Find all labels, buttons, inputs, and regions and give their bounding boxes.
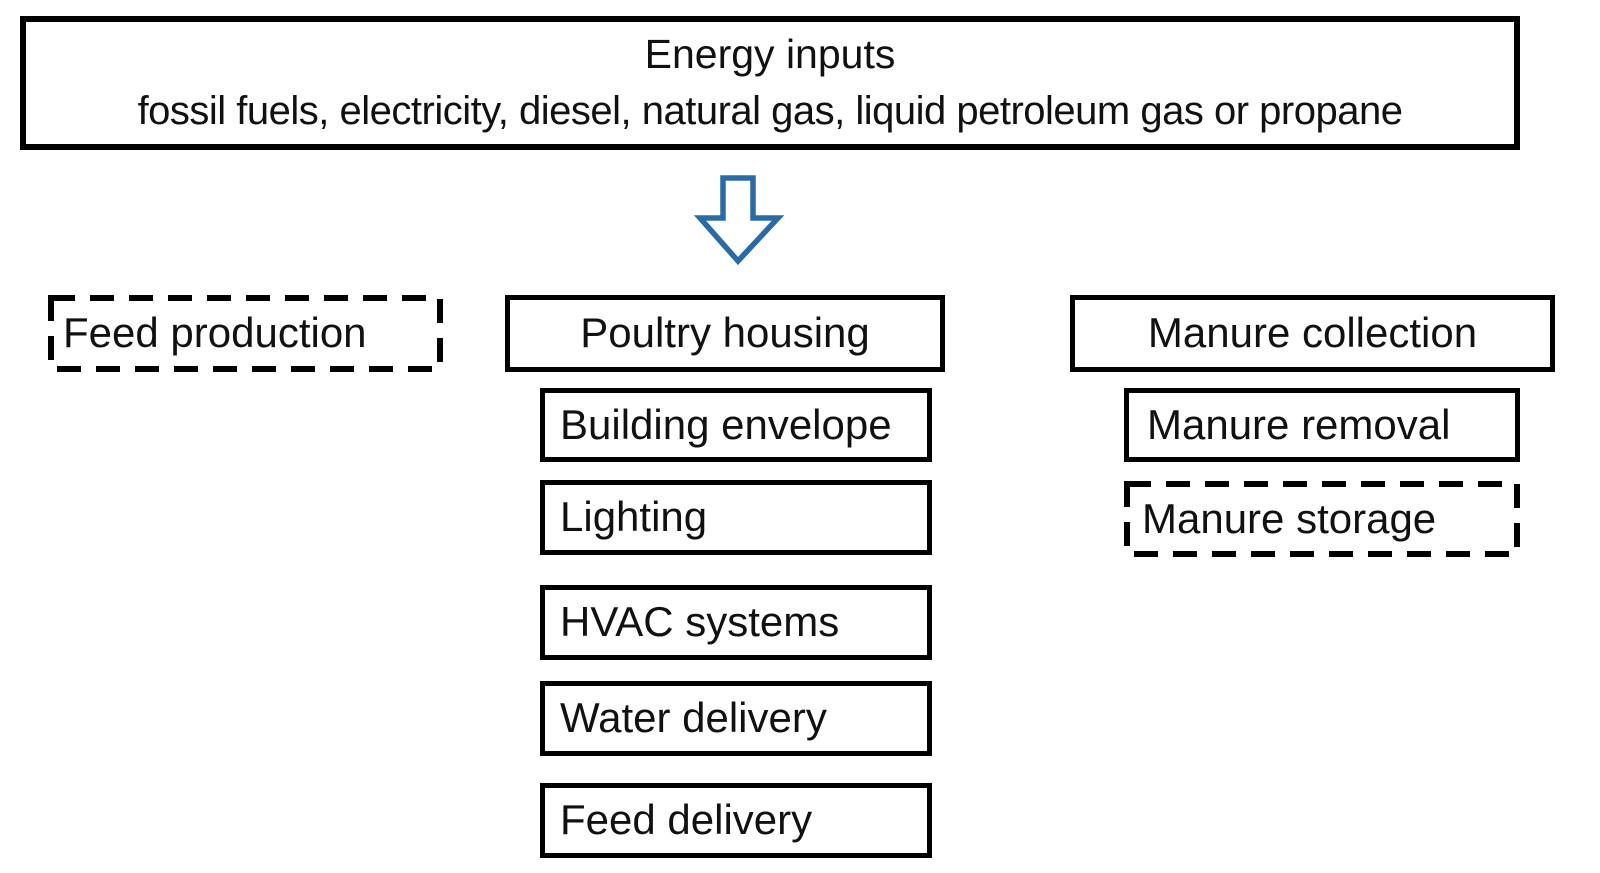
energy-inputs-subtitle: fossil fuels, electricity, diesel, natur…: [137, 89, 1403, 133]
down-arrow-icon: [690, 170, 790, 270]
poultry-housing-label: Poultry housing: [580, 309, 870, 357]
water-delivery-label: Water delivery: [560, 694, 827, 742]
poultry-housing-box: Poultry housing: [505, 295, 945, 372]
feed-production-box: Feed production: [48, 295, 443, 372]
manure-removal-label: Manure removal: [1147, 400, 1451, 448]
manure-removal-box: Manure removal: [1124, 388, 1520, 462]
feed-production-label: Feed production: [63, 309, 367, 357]
manure-storage-label: Manure storage: [1142, 494, 1437, 542]
lighting-box: Lighting: [540, 480, 932, 555]
manure-storage-box: Manure storage: [1124, 481, 1520, 557]
energy-inputs-box: Energy inputs fossil fuels, electricity,…: [20, 16, 1520, 150]
building-envelope-box: Building envelope: [540, 388, 932, 462]
hvac-systems-label: HVAC systems: [560, 598, 840, 646]
manure-collection-label: Manure collection: [1147, 309, 1478, 357]
lighting-label: Lighting: [560, 493, 708, 541]
manure-collection-box: Manure collection: [1070, 295, 1555, 372]
energy-inputs-title: Energy inputs: [644, 31, 896, 77]
building-envelope-label: Building envelope: [560, 400, 892, 448]
water-delivery-box: Water delivery: [540, 681, 932, 756]
feed-delivery-label: Feed delivery: [560, 796, 813, 844]
hvac-systems-box: HVAC systems: [540, 585, 932, 660]
feed-delivery-box: Feed delivery: [540, 783, 932, 858]
